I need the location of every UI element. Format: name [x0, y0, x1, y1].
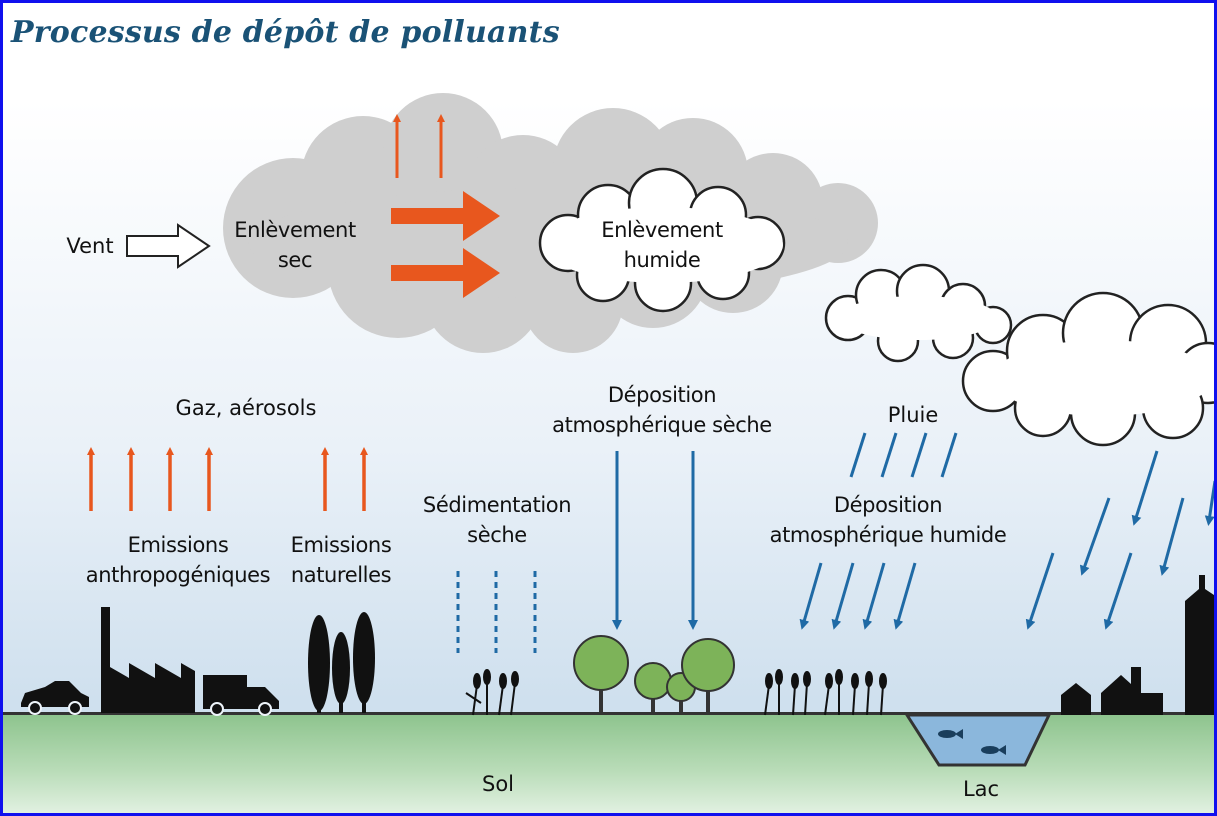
wheat-right	[764, 669, 887, 716]
green-trees	[573, 635, 735, 715]
truck	[203, 675, 279, 716]
factory	[101, 607, 195, 713]
diagram-art	[21, 93, 1214, 767]
dry-deposition-label: Déposition atmosphérique sèche	[552, 383, 772, 437]
natural-label: Emissions naturelles	[290, 533, 392, 587]
soil-label: Sol	[481, 772, 515, 796]
houses	[1061, 575, 1214, 715]
lake-label: Lac	[962, 777, 1000, 801]
wet-deposition-label: Déposition atmosphérique humide	[769, 493, 1007, 547]
wind-label: Vent	[66, 234, 114, 258]
wind-arrow	[126, 223, 211, 269]
dry-removal-label: Enlèvement sec	[234, 218, 356, 272]
gases-label: Gaz, aérosols	[175, 396, 317, 420]
wheat-left	[465, 669, 519, 716]
page-title: Processus de dépôt de polluants	[11, 15, 560, 50]
transport-arrow-lower	[391, 248, 500, 298]
wet-removal-label: Enlèvement humide	[601, 218, 723, 272]
transport-arrow-upper	[391, 191, 500, 241]
car	[21, 681, 89, 715]
wet-deposition-arrows	[799, 562, 917, 630]
anthropogenic-label: Emissions anthropogéniques	[85, 533, 271, 587]
poplar-trees	[308, 612, 375, 713]
fish	[938, 729, 1006, 755]
rain-lines	[849, 432, 958, 478]
lake	[904, 713, 1052, 767]
dry-sedimentation-label: Sédimentation sèche	[422, 493, 572, 547]
rain-label: Pluie	[887, 403, 939, 427]
right-rain-arrows	[1025, 450, 1214, 630]
